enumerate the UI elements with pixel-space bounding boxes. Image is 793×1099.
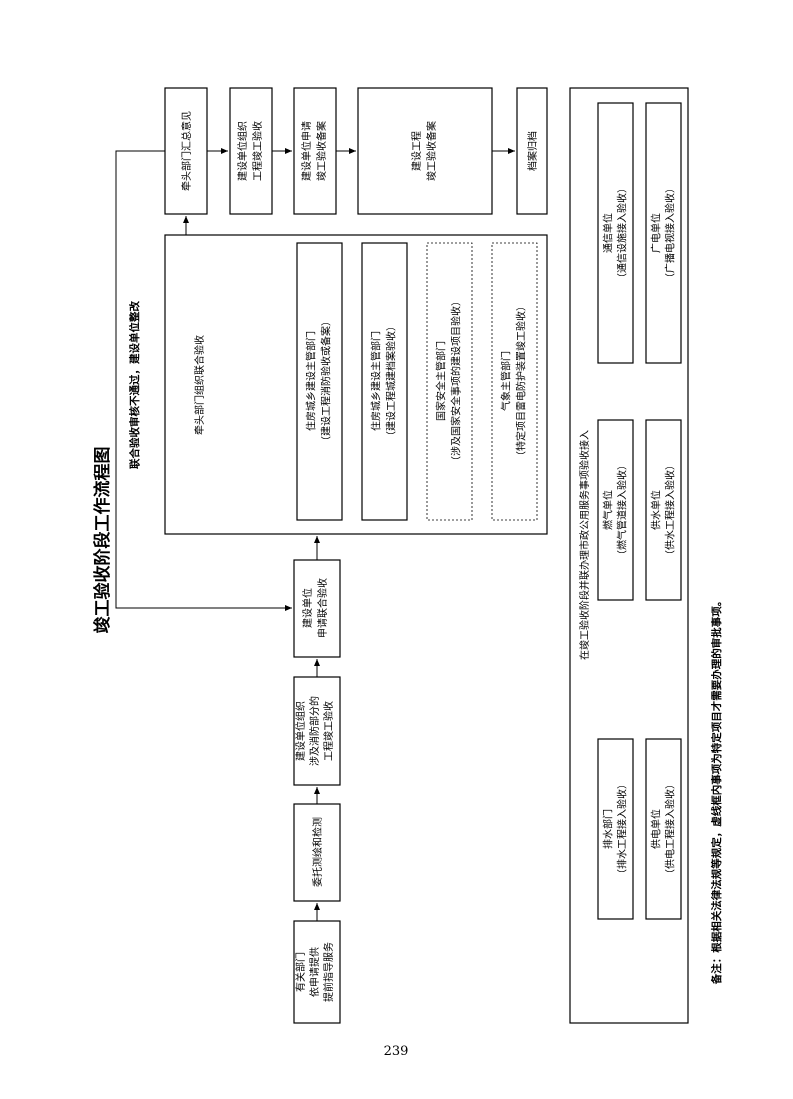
- svg-text:工程竣工验收: 工程竣工验收: [251, 121, 264, 181]
- step-fire-acceptance-box: 建设单位组织 涉及消防部分的 工程竣工验收: [293, 676, 341, 786]
- svg-text:（燃气管道接入验收）: （燃气管道接入验收）: [616, 460, 629, 560]
- svg-text:广电单位: 广电单位: [650, 213, 663, 253]
- svg-text:（供电工程接入验收）: （供电工程接入验收）: [664, 779, 677, 879]
- svg-text:住房城乡建设主管部门: 住房城乡建设主管部门: [305, 331, 318, 431]
- step-filing-box: 建设工程 竣工验收备案: [357, 87, 493, 215]
- svg-text:依申请提供: 依申请提供: [308, 947, 321, 997]
- svg-text:涉及消防部分的: 涉及消防部分的: [308, 696, 321, 766]
- svg-text:提前指导服务: 提前指导服务: [322, 942, 335, 1002]
- svg-text:申请联合验收: 申请联合验收: [316, 578, 329, 638]
- feedback-label: 联合验收审核不通过，建设单位整改: [128, 301, 141, 469]
- joint-item-security: 国家安全主管部门 （涉及国家安全事项的建设项目验收）: [426, 242, 473, 521]
- page-number: 239: [384, 1044, 409, 1059]
- feedback-loop-line: [115, 150, 292, 611]
- step-summary-box: 牵头部门汇总意见: [164, 87, 208, 215]
- utility-telecom: 通信单位 （通信设施接入验收）: [597, 102, 634, 364]
- utility-gas: 燃气单位 （燃气管道接入验收）: [597, 419, 634, 601]
- svg-text:燃气单位: 燃气单位: [602, 490, 615, 530]
- svg-text:竣工验收备案: 竣工验收备案: [315, 121, 328, 181]
- svg-text:（特定项目雷电防护装置竣工验收）: （特定项目雷电防护装置竣工验收）: [515, 301, 528, 461]
- utility-water: 供水单位 （供水工程接入验收）: [645, 419, 682, 601]
- step-guidance-label: 有关部门 依申请提供 提前指导服务: [294, 942, 335, 1002]
- step-apply-joint-box: 建设单位 申请联合验收: [293, 559, 341, 658]
- joint-item-archive: 住房城乡建设主管部门 （建设工程城建档案验收）: [361, 242, 408, 521]
- svg-text:建设单位: 建设单位: [301, 588, 314, 628]
- svg-text:建设工程: 建设工程: [410, 131, 423, 171]
- svg-text:（建设工程城建档案验收）: （建设工程城建档案验收）: [385, 321, 398, 441]
- footnote: 备注：根据相关法律法规等规定，虚线框内事项为特定项目才需要办理的审批事项。: [710, 596, 723, 986]
- svg-text:委托测绘和检测: 委托测绘和检测: [311, 817, 324, 887]
- svg-text:竣工验收备案: 竣工验收备案: [425, 121, 438, 181]
- svg-text:（供水工程接入验收）: （供水工程接入验收）: [664, 460, 677, 560]
- step-completion-box: 建设单位组织 工程竣工验收: [229, 87, 273, 215]
- utility-title: 在竣工验收阶段并联办理市政公用服务事项验收接入: [578, 430, 591, 660]
- step-filing-apply-box: 建设单位申请 竣工验收备案: [293, 87, 337, 215]
- svg-text:档案归档: 档案归档: [526, 131, 539, 171]
- svg-text:建设单位组织: 建设单位组织: [236, 121, 249, 181]
- step-survey-box: 委托测绘和检测: [293, 803, 341, 902]
- svg-text:建设单位组织: 建设单位组织: [294, 701, 307, 761]
- svg-text:（涉及国家安全事项的建设项目验收）: （涉及国家安全事项的建设项目验收）: [450, 296, 463, 466]
- utility-power: 供电单位 （供电工程接入验收）: [645, 738, 682, 920]
- svg-text:有关部门: 有关部门: [294, 952, 307, 992]
- svg-text:工程竣工验收: 工程竣工验收: [322, 701, 335, 761]
- svg-text:（建设工程消防验收或备案）: （建设工程消防验收或备案）: [320, 316, 333, 446]
- svg-text:供水单位: 供水单位: [650, 490, 663, 530]
- svg-text:供电单位: 供电单位: [650, 809, 663, 849]
- utility-drainage: 排水部门 （排水工程接入验收）: [597, 738, 634, 920]
- svg-text:牵头部门汇总意见: 牵头部门汇总意见: [180, 111, 193, 191]
- joint-acceptance-title: 牵头部门组织联合验收: [193, 335, 206, 435]
- joint-item-meteorology: 气象主管部门 （特定项目雷电防护装置竣工验收）: [491, 242, 538, 521]
- svg-text:建设单位申请: 建设单位申请: [300, 121, 313, 181]
- page-title: 竣工验收阶段工作流程图: [92, 447, 113, 634]
- step-archive-box: 档案归档: [516, 87, 548, 215]
- svg-text:国家安全主管部门: 国家安全主管部门: [435, 341, 448, 421]
- utility-broadcast: 广电单位 （广播电视接入验收）: [645, 102, 682, 364]
- svg-text:通信单位: 通信单位: [602, 213, 615, 253]
- svg-text:（排水工程接入验收）: （排水工程接入验收）: [616, 779, 629, 879]
- svg-text:排水部门: 排水部门: [602, 809, 615, 849]
- step-guidance-box: 有关部门 依申请提供 提前指导服务: [293, 920, 341, 1024]
- svg-text:住房城乡建设主管部门: 住房城乡建设主管部门: [370, 331, 383, 431]
- svg-text:气象主管部门: 气象主管部门: [500, 351, 513, 411]
- svg-text:（广播电视接入验收）: （广播电视接入验收）: [664, 183, 677, 283]
- joint-item-fire: 住房城乡建设主管部门 （建设工程消防验收或备案）: [296, 242, 343, 521]
- svg-text:（通信设施接入验收）: （通信设施接入验收）: [616, 183, 629, 283]
- joint-acceptance-group: 牵头部门组织联合验收 住房城乡建设主管部门 （建设工程消防验收或备案） 住房城乡…: [164, 234, 548, 535]
- utility-group: 在竣工验收阶段并联办理市政公用服务事项验收接入 排水部门 （排水工程接入验收） …: [569, 87, 689, 1024]
